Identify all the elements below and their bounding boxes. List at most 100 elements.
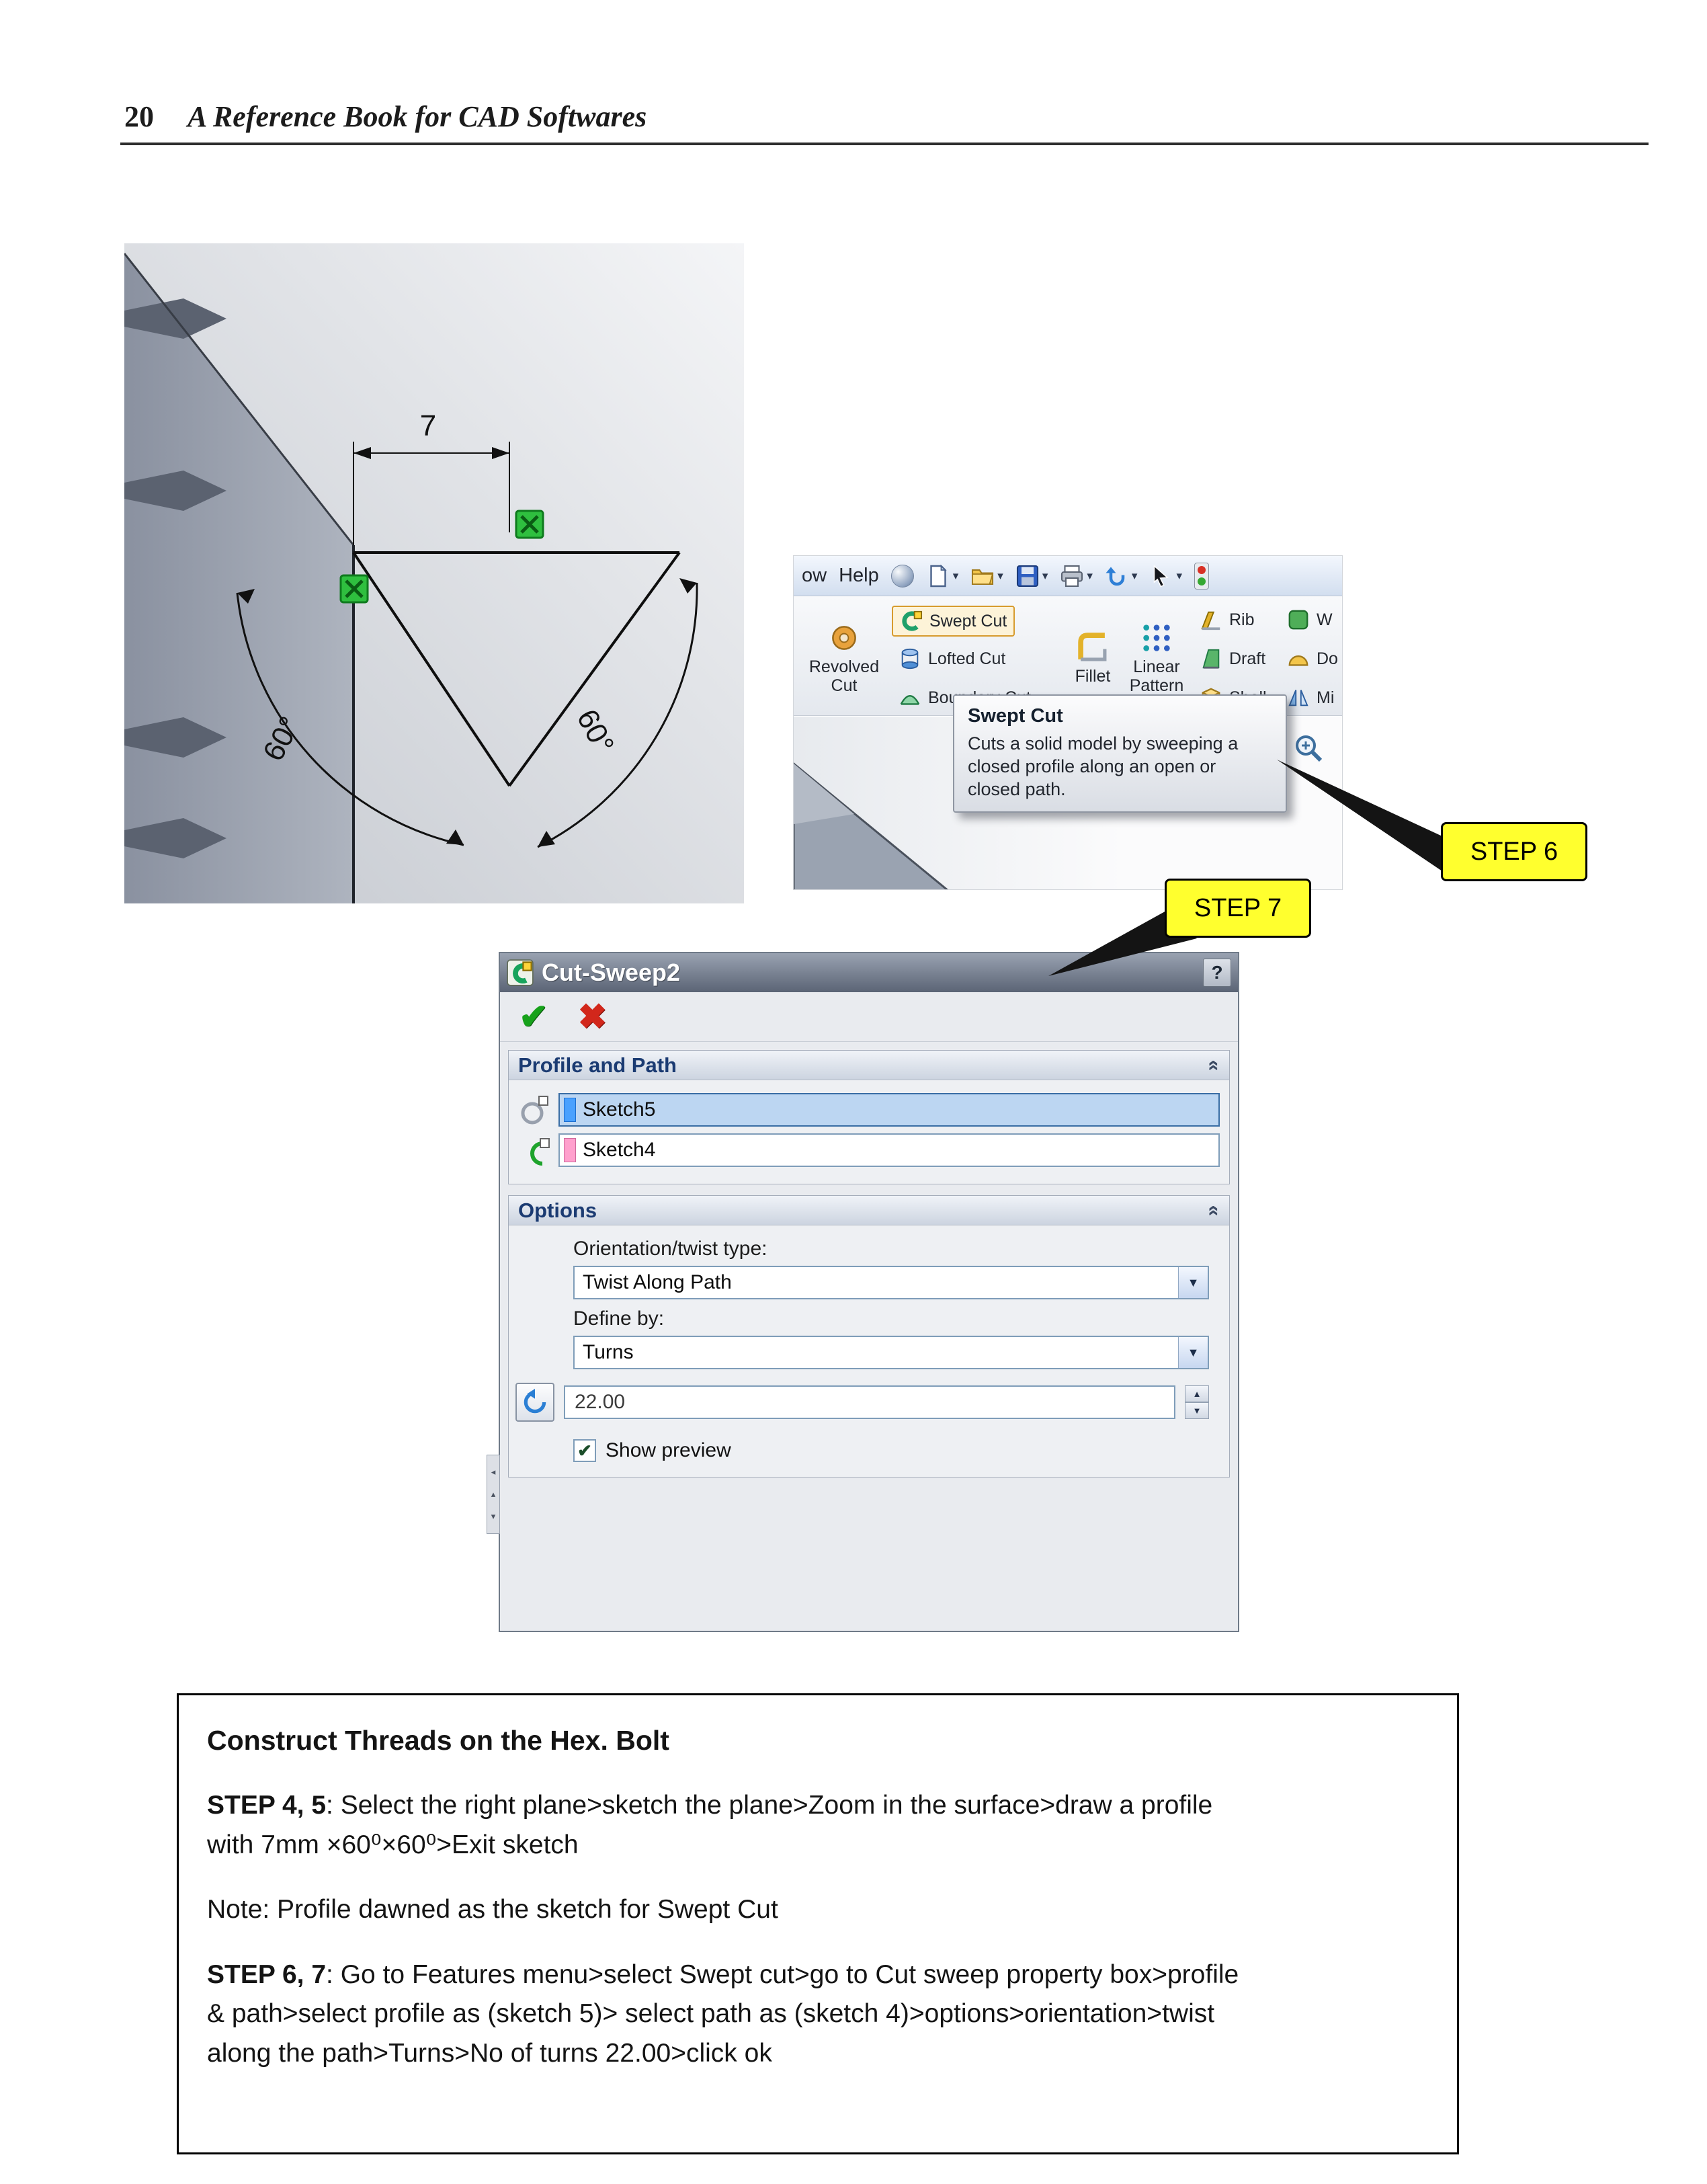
help-button[interactable]: ? <box>1203 959 1231 987</box>
relation-marker-icon[interactable] <box>515 510 544 539</box>
cancel-button[interactable]: ✖ <box>577 997 608 1037</box>
sketch-canvas: 7 60° 60° <box>124 243 744 903</box>
open-button[interactable]: ▾ <box>970 564 1003 588</box>
model-chamfer-spike <box>124 717 226 758</box>
instructions-box: Construct Threads on the Hex. Bolt STEP … <box>177 1693 1459 2154</box>
fillet-button[interactable]: Fillet <box>1063 606 1123 712</box>
angle-arc-left <box>236 592 464 846</box>
dropdown-arrow-icon[interactable]: ▾ <box>1176 569 1183 582</box>
swept-cut-label: Swept Cut <box>929 611 1007 631</box>
new-document-button[interactable]: ▾ <box>926 564 959 588</box>
dome-label: Do <box>1317 649 1338 668</box>
select-tool-button[interactable]: ▾ <box>1149 564 1182 588</box>
reverse-direction-button[interactable] <box>515 1383 554 1422</box>
lofted-cut-button[interactable]: Lofted Cut <box>892 645 1012 673</box>
path-selection-field[interactable]: Sketch4 <box>558 1133 1220 1167</box>
profile-row: Sketch5 <box>518 1092 1220 1127</box>
zoom-cursor-icon <box>1292 732 1325 764</box>
dropdown-arrow-icon[interactable]: ▾ <box>997 569 1003 582</box>
draft-label: Draft <box>1229 649 1266 668</box>
page-header: 20 A Reference Book for CAD Softwares <box>124 99 647 134</box>
angle-arrow <box>446 830 464 845</box>
pointer-cursor-icon <box>1149 564 1173 588</box>
dialog-title: Cut-Sweep2 <box>542 959 681 986</box>
open-folder-icon <box>970 564 995 588</box>
swept-cut-button[interactable]: Swept Cut <box>892 606 1015 637</box>
linear-pattern-button[interactable]: Linear Pattern <box>1124 606 1189 712</box>
profile-color-swatch <box>564 1098 576 1122</box>
profile-right-line[interactable] <box>508 551 681 787</box>
mirror-button-partial[interactable]: Mi <box>1280 684 1341 712</box>
dropdown-arrow-icon: ▼ <box>1187 1275 1200 1289</box>
tooltip-title: Swept Cut <box>968 705 1063 727</box>
combo-dropdown-button[interactable]: ▼ <box>1178 1337 1208 1368</box>
turns-input[interactable]: 22.00 <box>564 1385 1175 1419</box>
collapse-chevron-icon[interactable]: « <box>1203 1059 1226 1071</box>
sweep-profile-icon <box>518 1092 558 1127</box>
dropdown-arrow-icon[interactable]: ▾ <box>1042 569 1048 582</box>
cad-sketch-screenshot: 7 60° 60° <box>124 243 744 903</box>
define-by-combobox[interactable]: Turns ▼ <box>573 1336 1209 1369</box>
step-4-5-paragraph: STEP 4, 5: Select the right plane>sketch… <box>207 1786 1429 1865</box>
model-preview <box>794 762 948 889</box>
boundary-cut-icon <box>899 686 921 709</box>
orientation-value: Twist Along Path <box>583 1271 732 1293</box>
page-title: A Reference Book for CAD Softwares <box>188 100 647 133</box>
step7-label: STEP 7 <box>1194 893 1282 922</box>
step-6-7-lead: STEP 6, 7 <box>207 1959 327 1989</box>
save-button[interactable]: ▾ <box>1015 564 1048 588</box>
combo-dropdown-button[interactable]: ▼ <box>1178 1267 1208 1298</box>
revolved-cut-button[interactable]: Revolved Cut <box>800 606 888 712</box>
new-document-icon <box>926 564 950 588</box>
model-edge-slant <box>124 253 355 546</box>
checkmark-icon: ✔ <box>577 1441 592 1461</box>
handle-up-icon: ▴ <box>491 1489 496 1499</box>
print-button[interactable]: ▾ <box>1060 564 1093 588</box>
group-title: Options <box>518 1198 597 1222</box>
show-preview-row: ✔ Show preview <box>573 1439 1209 1462</box>
rib-icon <box>1200 608 1222 631</box>
path-row: Sketch4 <box>518 1133 1220 1168</box>
dome-button-partial[interactable]: Do <box>1280 645 1342 673</box>
menu-bar: ow Help ▾ ▾ ▾ ▾ ▾ ▾ <box>794 556 1342 596</box>
draft-button[interactable]: Draft <box>1193 645 1272 673</box>
panel-scroll-handle[interactable]: ◂ ▴ ▾ <box>487 1455 500 1534</box>
show-preview-label: Show preview <box>606 1439 731 1461</box>
undo-button[interactable]: ▾ <box>1105 564 1138 588</box>
spin-up-button[interactable]: ▲ <box>1185 1385 1209 1402</box>
handle-left-icon: ◂ <box>491 1467 496 1477</box>
profile-selection-field[interactable]: Sketch5 <box>558 1093 1220 1127</box>
collapse-chevron-icon[interactable]: « <box>1203 1205 1226 1216</box>
menu-window-partial[interactable]: ow <box>802 565 827 586</box>
dome-icon <box>1287 647 1310 670</box>
dropdown-arrow-icon[interactable]: ▾ <box>1087 569 1093 582</box>
cut-sweep-property-manager: Cut-Sweep2 ? ✔ ✖ Profile and Path « Sket… <box>487 952 1239 1632</box>
rib-button[interactable]: Rib <box>1193 606 1261 634</box>
relation-marker-icon[interactable] <box>339 574 369 604</box>
dropdown-arrow-icon[interactable]: ▾ <box>1131 569 1138 582</box>
printer-icon <box>1060 564 1084 588</box>
menu-help[interactable]: Help <box>839 565 879 586</box>
profile-and-path-header[interactable]: Profile and Path « <box>509 1051 1229 1080</box>
show-preview-checkbox[interactable]: ✔ <box>573 1439 596 1462</box>
angle-arrow <box>237 589 255 604</box>
mirror-icon <box>1287 686 1310 709</box>
dropdown-arrow-icon[interactable]: ▾ <box>952 569 959 582</box>
ok-button[interactable]: ✔ <box>519 997 548 1037</box>
angle-arc-right <box>537 582 698 848</box>
wrap-icon <box>1287 608 1310 631</box>
search-globe-icon[interactable] <box>890 564 914 588</box>
orientation-combobox[interactable]: Twist Along Path ▼ <box>573 1266 1209 1299</box>
define-by-value: Turns <box>583 1341 634 1363</box>
rib-label: Rib <box>1229 610 1255 629</box>
options-header[interactable]: Options « <box>509 1196 1229 1225</box>
linear-pattern-icon <box>1141 622 1172 653</box>
sweep-path-icon <box>518 1133 558 1168</box>
step-4-5-text: : Select the right plane>sketch the plan… <box>207 1791 1213 1859</box>
profile-left-line[interactable] <box>352 551 511 787</box>
step6-label: STEP 6 <box>1470 837 1558 866</box>
fillet-label: Fillet <box>1075 667 1111 686</box>
wrap-button-partial[interactable]: W <box>1280 606 1339 634</box>
instructions-heading: Construct Threads on the Hex. Bolt <box>207 1725 669 1756</box>
spin-down-button[interactable]: ▼ <box>1185 1402 1209 1419</box>
